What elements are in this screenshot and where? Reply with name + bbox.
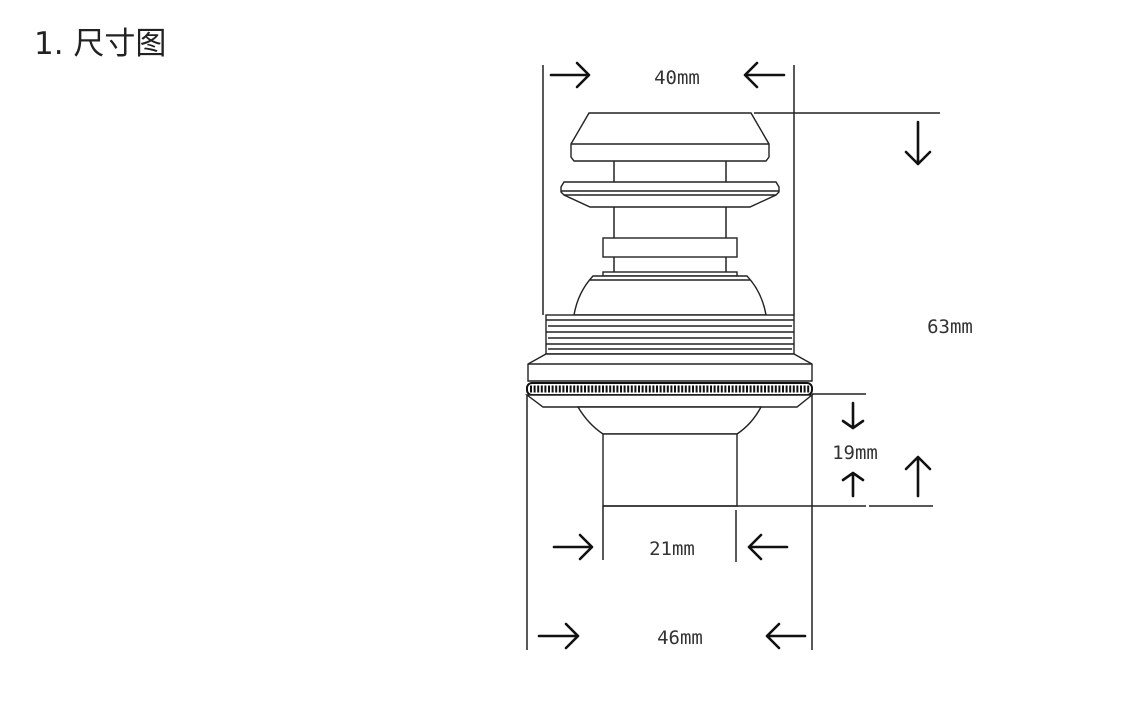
- arrow-up-icon: [841, 471, 865, 498]
- arrow-right-icon: [537, 622, 580, 650]
- section-title: 1. 尺寸图: [34, 26, 167, 62]
- arrow-right-icon: [552, 533, 594, 561]
- arrow-up-icon: [904, 455, 932, 498]
- dimension-label-top-width: 40mm: [654, 67, 700, 89]
- dimension-label-tail-height: 19mm: [832, 442, 878, 464]
- drain-plug-outline: [524, 112, 814, 507]
- arrow-left-icon: [765, 622, 807, 650]
- dimension-label-total-height: 63mm: [927, 316, 973, 338]
- arrow-left-icon: [743, 61, 786, 89]
- arrow-left-icon: [747, 533, 789, 561]
- thread-lines: [546, 319, 794, 350]
- arrow-down-icon: [841, 401, 865, 430]
- dimension-label-tail-width: 21mm: [649, 538, 695, 560]
- arrow-icons: [537, 61, 932, 650]
- arrow-right-icon: [549, 61, 591, 89]
- dimension-label-flange-width: 46mm: [657, 627, 703, 649]
- arrow-down-icon: [904, 120, 932, 166]
- extension-lines: [526, 65, 940, 650]
